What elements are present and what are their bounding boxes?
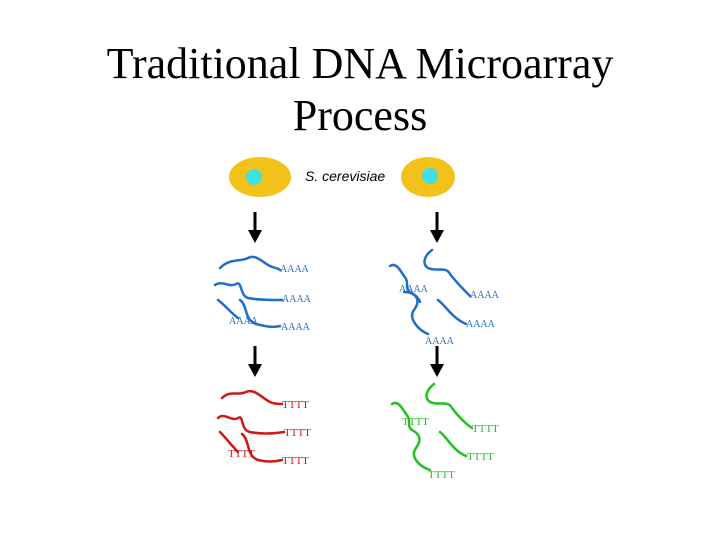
polyt-tail-label: TTTT	[402, 416, 429, 428]
mrna-strand	[218, 255, 282, 272]
arrow-down-right-1	[430, 212, 444, 243]
polyt-tail-label: TTTT	[228, 448, 255, 460]
polyt-tail-label: TTTT	[467, 451, 494, 463]
mrna-group-left	[213, 255, 284, 329]
polya-tail-label: AAAA	[281, 322, 311, 333]
cdna-strand	[220, 389, 284, 406]
mrna-strand	[436, 298, 468, 326]
polyt-tail-label: TTTT	[284, 427, 311, 439]
cdna-group-red	[216, 389, 286, 463]
polya-tail-label: AAAA	[280, 264, 310, 275]
mrna-strand	[388, 263, 430, 336]
mrna-strand	[238, 298, 282, 329]
polya-tail-label: AAAA	[470, 290, 500, 301]
polya-tail-label: AAAA	[229, 316, 259, 327]
polya-tail-label: AAAA	[425, 336, 455, 347]
mrna-strand	[423, 248, 472, 298]
cdna-strand	[216, 414, 286, 435]
mrna-strand	[402, 290, 422, 304]
polya-tail-label: AAAA	[466, 319, 496, 330]
mrna-strand	[213, 282, 284, 302]
mrna-strand	[216, 298, 240, 320]
slide-title: Traditional DNA Microarray Process	[0, 38, 720, 142]
arrow-down-left-1	[248, 212, 262, 243]
polyt-tail-label: TTTT	[282, 455, 309, 467]
cdna-strand	[240, 432, 284, 463]
mrna-group-right	[388, 248, 472, 336]
nucleus-icon	[246, 169, 262, 185]
yeast-cell-right	[401, 157, 455, 197]
polya-tail-label: AAAA	[399, 284, 429, 295]
cdna-strand	[425, 382, 474, 430]
cdna-strand	[438, 430, 468, 458]
organism-label: S. cerevisiae	[305, 168, 385, 184]
title-line-1: Traditional DNA Microarray	[106, 39, 614, 88]
cdna-group-green	[390, 382, 474, 472]
polyt-tail-label: TTTT	[282, 399, 309, 411]
cdna-strand	[218, 430, 240, 454]
nucleus-icon	[422, 168, 438, 184]
polya-tail-label: AAAA	[282, 294, 312, 305]
arrow-down-right-2	[430, 346, 444, 377]
yeast-cell-left	[229, 157, 291, 197]
cdna-strand	[390, 401, 432, 472]
budding-cell	[277, 171, 291, 185]
arrow-down-left-2	[248, 346, 262, 377]
polyt-tail-label: TTTT	[472, 423, 499, 435]
title-line-2: Process	[292, 91, 428, 140]
polyt-tail-label: TTTT	[428, 469, 455, 481]
